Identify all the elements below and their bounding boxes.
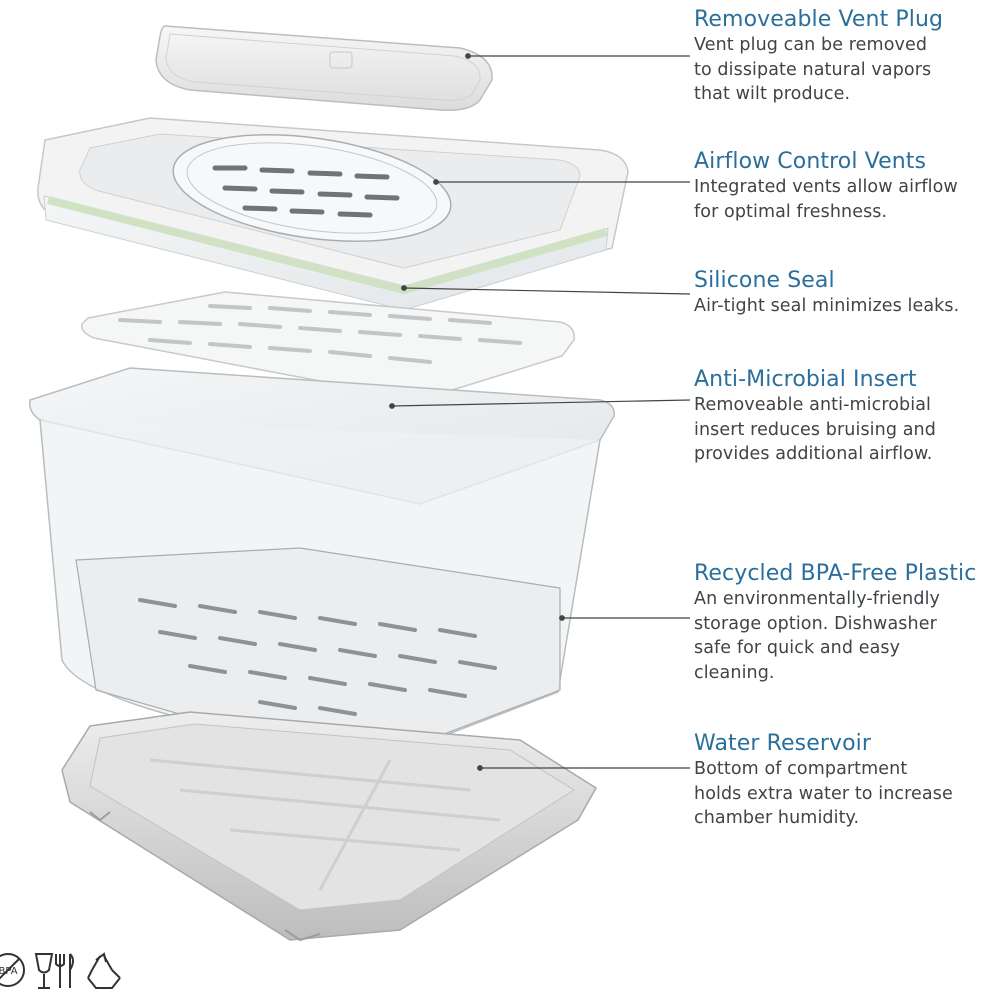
feature-vent-plug: Removeable Vent Plug Vent plug can be re… [694, 6, 1000, 107]
feature-water-reservoir: Water Reservoir Bottom of compartment ho… [694, 730, 1000, 831]
feature-title: Anti-Microbial Insert [694, 367, 917, 392]
feature-recycled-plastic: Recycled BPA-Free Plastic An environment… [694, 560, 1000, 685]
airflow-vent-disc [172, 134, 452, 242]
feature-title: Removeable Vent Plug [694, 7, 944, 32]
bpa-free-icon: BPA [0, 953, 25, 987]
clear-container [28, 367, 615, 769]
water-reservoir-tray [61, 711, 598, 942]
recycle-icon [87, 952, 121, 989]
feature-title: Water Reservoir [694, 731, 872, 756]
vent-plug [155, 25, 493, 112]
feature-text-line: Bottom of compartment [694, 759, 908, 779]
feature-text-line: holds extra water to increase [694, 783, 953, 804]
feature-text-line: to dissipate natural vapors [694, 59, 932, 80]
food-safe-icon [34, 953, 74, 989]
feature-title: Airflow Control Vents [694, 149, 927, 174]
feature-title: Recycled BPA-Free Plastic [694, 561, 977, 586]
feature-title: Silicone Seal [694, 268, 835, 293]
feature-text-line: that wilt produce. [694, 84, 851, 104]
bpa-icon-label: BPA [0, 966, 18, 977]
feature-text-line: storage option. Dishwasher [694, 613, 937, 634]
feature-text-line: safe for quick and easy [694, 638, 901, 658]
feature-silicone-seal: Silicone Seal Air-tight seal minimizes l… [694, 267, 1000, 319]
feature-text-line: Removeable anti-microbial [694, 395, 931, 415]
callout-leaders [389, 53, 691, 771]
feature-text-line: Integrated vents allow airflow [694, 177, 958, 197]
feature-text-line: insert reduces bruising and [694, 419, 936, 440]
feature-anti-microbial-insert: Anti-Microbial Insert Removeable anti-mi… [694, 366, 1000, 467]
feature-text-line: provides additional airflow. [694, 444, 933, 464]
feature-text-line: Vent plug can be removed [694, 35, 928, 55]
certification-icons: BPA [0, 952, 121, 989]
anti-microbial-insert [81, 291, 575, 401]
feature-text-line: An environmentally-friendly [694, 589, 940, 609]
feature-text-line: chamber humidity. [694, 808, 860, 828]
feature-text-line: cleaning. [694, 662, 775, 683]
lid [37, 117, 629, 311]
feature-text-line: for optimal freshness. [694, 201, 888, 222]
feature-airflow-vents: Airflow Control Vents Integrated vents a… [694, 148, 1000, 224]
feature-text-line: Air-tight seal minimizes leaks. [694, 296, 960, 316]
